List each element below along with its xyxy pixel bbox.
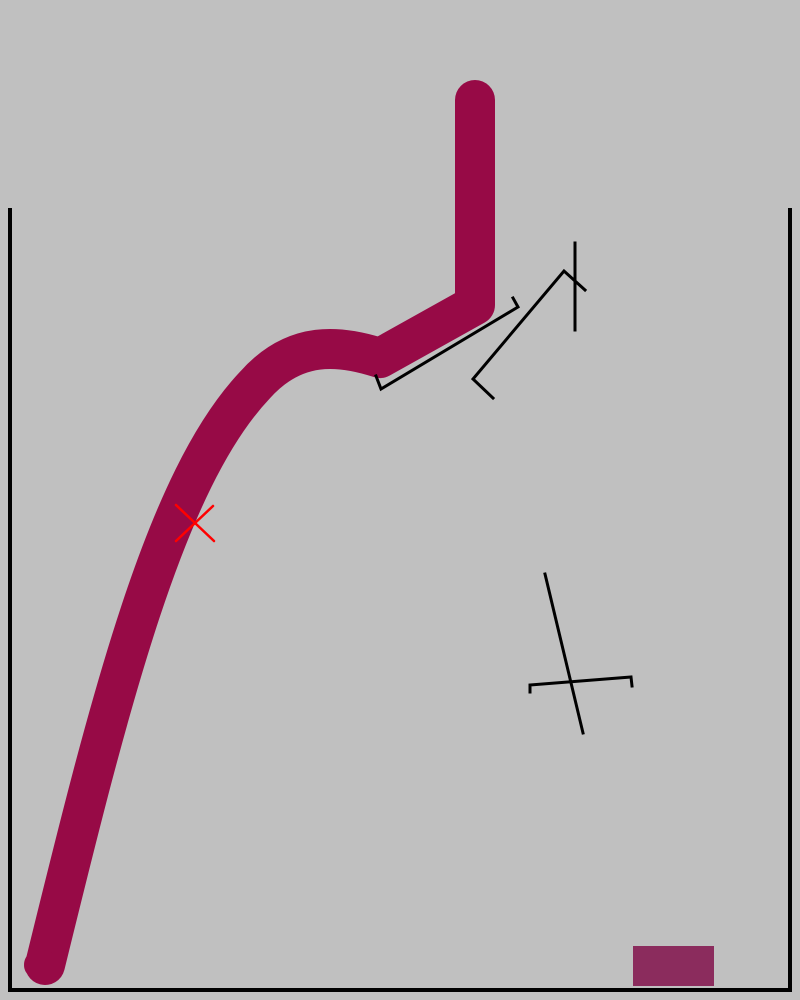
hanging-bracket-tool[interactable] [374, 295, 521, 392]
rope-path[interactable] [25, 80, 495, 985]
pivot-hook-tool[interactable] [470, 241, 588, 401]
rope-end-cap [24, 950, 62, 980]
container-walls [8, 208, 792, 992]
x-marker [174, 503, 216, 543]
cross-stand-tool[interactable] [528, 572, 634, 735]
goal-target [633, 946, 714, 986]
